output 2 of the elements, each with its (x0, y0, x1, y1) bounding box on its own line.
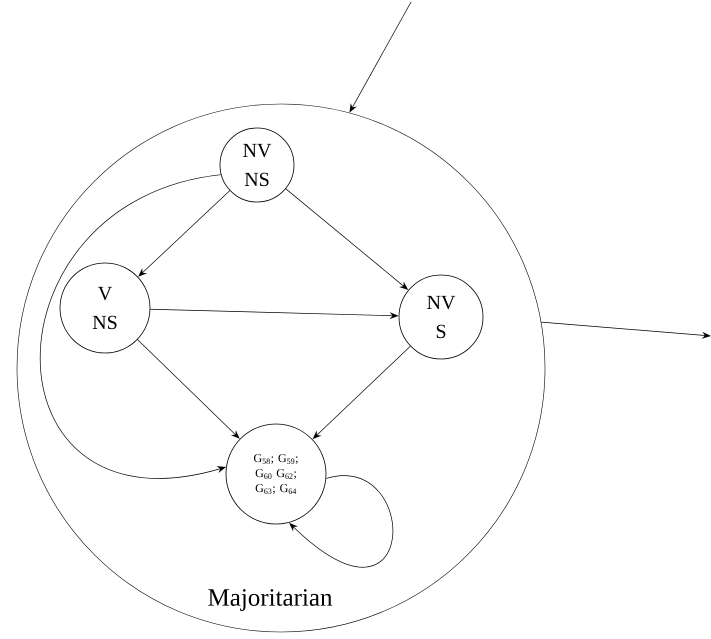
arrow (289, 475, 393, 568)
arrow (138, 190, 230, 277)
